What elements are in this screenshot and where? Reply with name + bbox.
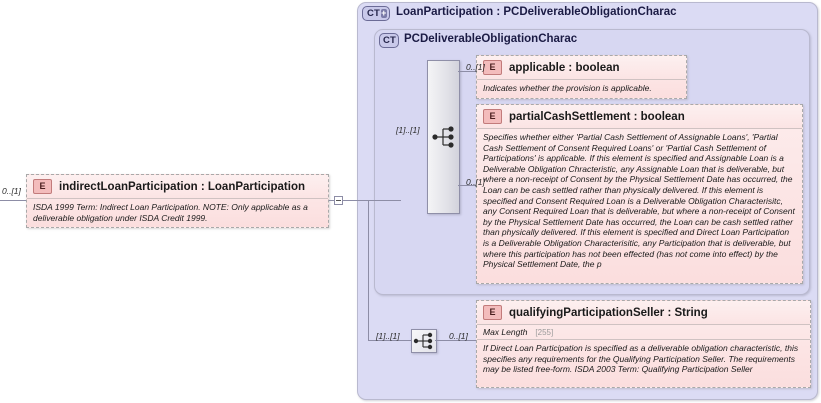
multiplicity-partial-cash-settlement: 0..[1] — [466, 177, 485, 187]
element-name: qualifyingParticipationSeller : String — [509, 306, 708, 319]
collapse-toggle-icon[interactable] — [334, 196, 343, 205]
element-documentation: If Direct Loan Participation is specifie… — [483, 343, 799, 375]
sequence-compositor-main[interactable] — [427, 60, 460, 214]
outer-panel-title: LoanParticipation : PCDeliverableObligat… — [396, 6, 677, 18]
connector-line-left-stub — [0, 200, 26, 201]
inner-panel-title: PCDeliverableObligationCharac — [404, 33, 578, 45]
element-box-qualifying-participation-seller[interactable]: E qualifyingParticipationSeller : String… — [476, 300, 811, 388]
element-badge-icon: E — [483, 60, 502, 75]
multiplicity-sequence-main: [1]..[1] — [396, 125, 420, 135]
sequence-compositor-secondary[interactable] — [411, 329, 437, 353]
sequence-icon — [413, 332, 433, 350]
connector-line-vertical-branch — [368, 200, 369, 341]
element-name: applicable : boolean — [509, 61, 620, 74]
inner-ct-badge-label: CT — [382, 35, 397, 46]
element-box-applicable[interactable]: E applicable : boolean Indicates whether… — [476, 55, 687, 99]
inner-ct-badge[interactable]: CT — [379, 33, 399, 48]
outer-ct-badge-label: CT — [367, 8, 381, 19]
element-badge-icon: E — [483, 305, 502, 320]
element-header: E applicable : boolean — [477, 56, 686, 80]
multiplicity-indirect-loan-participation: 0..[1] — [2, 186, 21, 196]
connector-line-to-qualifying-seller — [435, 340, 476, 341]
element-header: E indirectLoanParticipation : LoanPartic… — [27, 175, 328, 199]
element-documentation: ISDA 1999 Term: Indirect Loan Participat… — [33, 202, 308, 223]
element-badge-icon: E — [33, 179, 52, 194]
expand-plus-icon[interactable]: + — [381, 8, 387, 18]
element-header: E partialCashSettlement : boolean — [477, 105, 802, 129]
outer-ct-badge[interactable]: CT + — [362, 6, 390, 21]
element-documentation: Indicates whether the provision is appli… — [483, 83, 652, 93]
element-header: E qualifyingParticipationSeller : String — [477, 301, 810, 325]
element-name: indirectLoanParticipation : LoanParticip… — [59, 180, 305, 193]
facet-value: [255] — [535, 328, 554, 337]
element-badge-icon: E — [483, 109, 502, 124]
element-name: partialCashSettlement : boolean — [509, 110, 685, 123]
multiplicity-sequence-secondary-out: 0..[1] — [449, 331, 468, 341]
element-documentation: Specifies whether either 'Partial Cash S… — [483, 132, 795, 270]
element-box-indirect-loan-participation[interactable]: E indirectLoanParticipation : LoanPartic… — [26, 174, 329, 228]
connector-line-to-expander — [329, 200, 335, 201]
connector-line-expander-to-seq — [343, 200, 401, 201]
multiplicity-applicable: 0..[1] — [466, 62, 485, 72]
multiplicity-sequence-secondary-in: [1]..[1] — [376, 331, 400, 341]
facet-label: Max Length — [483, 327, 528, 337]
connector-line-to-seq-secondary — [368, 340, 411, 341]
element-box-partial-cash-settlement[interactable]: E partialCashSettlement : boolean Specif… — [476, 104, 803, 284]
element-facet-max-length: Max Length [255] — [477, 325, 810, 340]
sequence-icon — [432, 126, 454, 148]
